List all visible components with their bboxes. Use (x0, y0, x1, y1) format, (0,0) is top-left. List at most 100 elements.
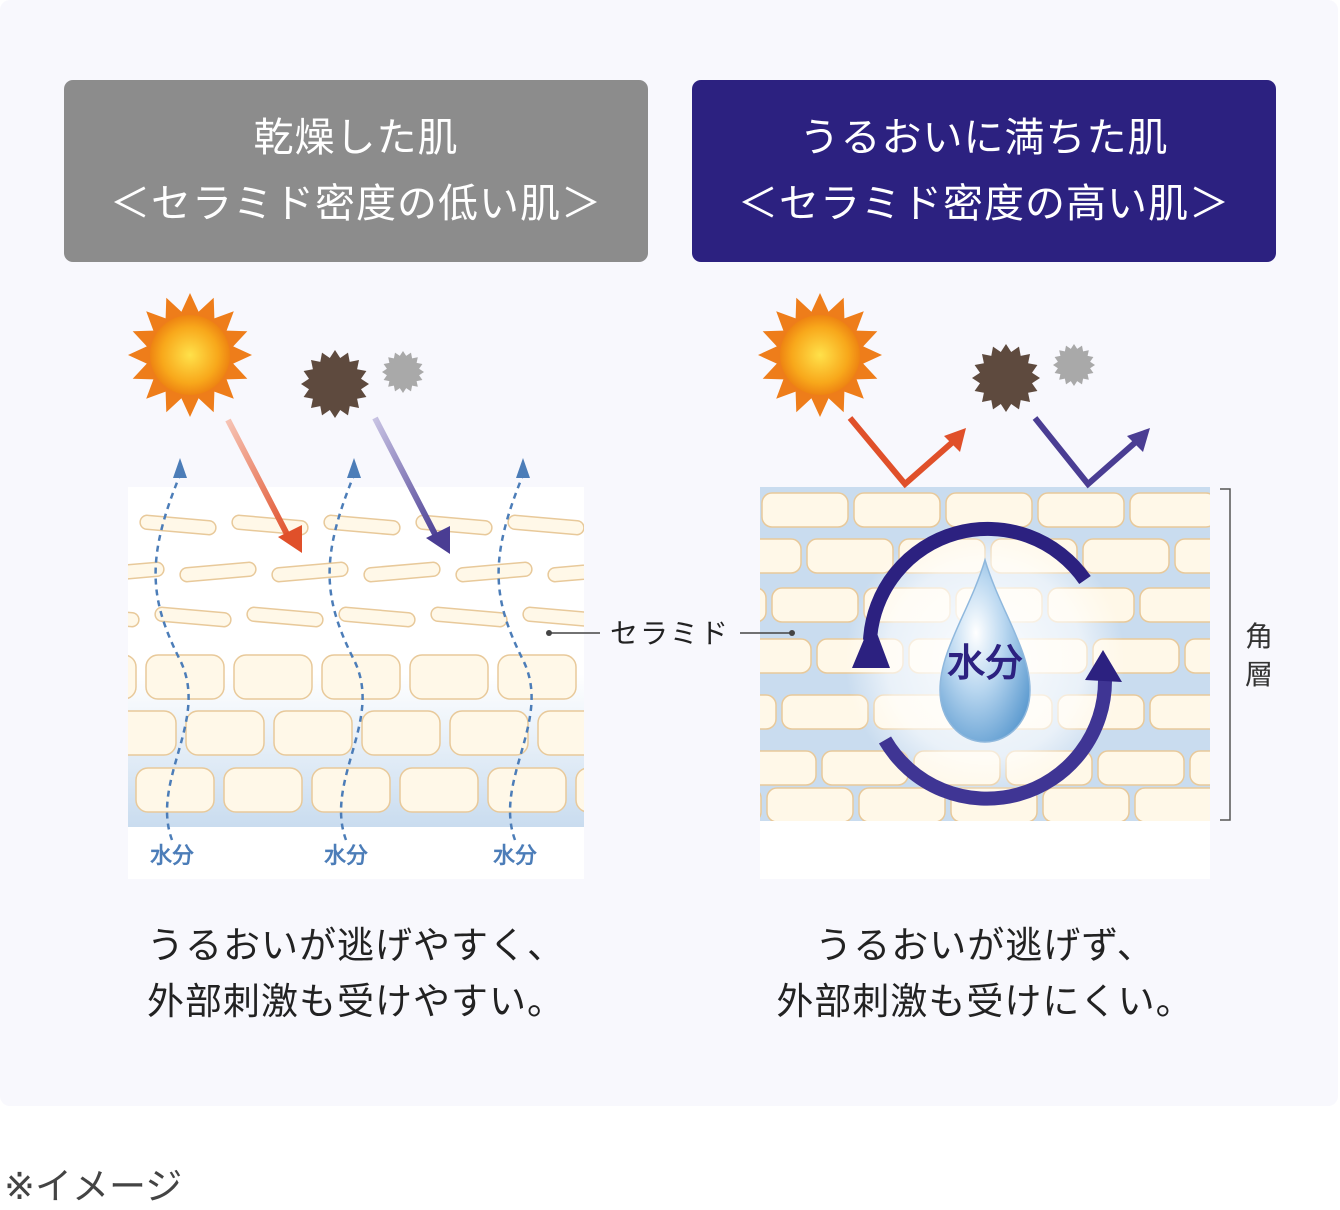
moist-skin-illustration: 水分 角 層 (670, 487, 1313, 879)
droplet-label: 水分 (947, 641, 1023, 685)
skin-cell (771, 587, 859, 623)
skin-cell (223, 767, 303, 813)
dry-skin-subtitle: ＜セラミド密度の低い肌＞ (110, 181, 602, 227)
skin-cell (231, 514, 309, 536)
skin-cell (586, 655, 664, 699)
skin-cell (766, 787, 854, 821)
skin-cell (487, 767, 567, 813)
skin-cell (1129, 492, 1210, 528)
uv-arrowhead-icon (944, 428, 966, 452)
water-drop-icon (939, 557, 1031, 743)
uv-arrow-icon (225, 418, 293, 542)
skin-cell (128, 710, 177, 756)
uv-reflect-arrow-icon (847, 416, 957, 489)
pollutant-icon (301, 350, 369, 418)
skin-cell (497, 654, 577, 700)
circulation-arrowhead-icon (1085, 650, 1122, 682)
sun-icon (128, 293, 252, 417)
skin-cell (128, 561, 165, 583)
skin-cell (246, 606, 324, 628)
moist-skin-caption: うるおいが逃げず、 外部刺激も受けにくい。 (675, 918, 1295, 1030)
moist-skin-header: うるおいに満ちた肌 ＜セラミド密度の高い肌＞ (692, 80, 1276, 262)
moisture-escape-arrows (154, 458, 533, 841)
skin-cell (760, 694, 777, 730)
skin-cell (455, 561, 533, 583)
dry-skin-illustration (48, 458, 664, 879)
stratum-bracket (1220, 488, 1231, 821)
pollutant-icon (972, 344, 1040, 412)
dry-skin-caption: うるおいが逃げやすく、 外部刺激も受けやすい。 (46, 918, 666, 1030)
skin-cell (179, 561, 257, 583)
skin-cell (1227, 788, 1313, 822)
pollutant-icon (382, 351, 424, 393)
skin-cell (311, 767, 391, 813)
skin-cell (139, 514, 217, 536)
circulation-arrow-icon (863, 521, 1091, 641)
skin-cell (537, 710, 584, 756)
moisture-label: 水分 (324, 844, 368, 869)
dry-skin-caption-line2: 外部刺激も受けやすい。 (147, 980, 565, 1023)
pollutant-arrowhead-icon (426, 526, 450, 554)
skin-cell (128, 606, 140, 628)
moist-skin-caption-line1: うるおいが逃げず、 (815, 924, 1155, 967)
moisture-arrow-icon (347, 458, 361, 478)
skin-cell (760, 750, 817, 786)
dry-skin-title: 乾燥した肌 (253, 115, 459, 161)
skin-cell (1037, 492, 1125, 528)
sun-icon (758, 293, 882, 417)
pollutant-shape (301, 350, 369, 418)
skin-cell (760, 588, 767, 622)
dry-skin-cells (48, 514, 664, 813)
moist-skin-title: うるおいに満ちた肌 (799, 115, 1169, 161)
image-note: ※イメージ (4, 1165, 183, 1208)
skin-cell (1042, 787, 1130, 821)
bracket-label-1: 角 (1245, 620, 1273, 653)
skin-cell (233, 654, 313, 700)
skin-cell (547, 561, 584, 583)
skin-cell (1189, 750, 1210, 786)
pollutant-reflect-arrow-icon (1032, 416, 1140, 489)
skin-cell (185, 710, 265, 756)
skin-cell (399, 767, 479, 813)
moist-skin-caption-line2: 外部刺激も受けにくい。 (776, 980, 1194, 1023)
moisture-path (497, 474, 533, 841)
moisture-label: 水分 (150, 844, 194, 869)
pollutant-arrowhead-icon (1127, 428, 1150, 452)
moist-skin-subtitle: ＜セラミド密度の高い肌＞ (738, 181, 1230, 227)
skin-cell (1134, 787, 1210, 821)
skin-cell (1184, 638, 1210, 674)
skin-cell (760, 538, 802, 574)
skin-cell (273, 710, 353, 756)
pollutant-icon (1053, 344, 1095, 386)
pollutant-shape (1053, 344, 1095, 386)
circulation-arrowhead-icon (852, 620, 890, 668)
skin-cell (1082, 538, 1170, 574)
ceramide-label: セラミド (610, 617, 730, 650)
skin-cell (575, 767, 584, 813)
uv-arrowhead-icon (278, 525, 302, 553)
skin-cell (1097, 750, 1185, 786)
skin-cell (128, 654, 137, 700)
skin-cell (853, 492, 941, 528)
skin-cell (1222, 493, 1308, 527)
skin-cell (761, 492, 849, 528)
skin-cell (760, 638, 812, 674)
bracket-label-2: 層 (1245, 658, 1273, 691)
circulation-arrow-icon (878, 679, 1113, 806)
dry-skin-caption-line1: うるおいが逃げやすく、 (147, 924, 565, 967)
skin-cell (430, 606, 508, 628)
skin-cell (507, 514, 584, 536)
skin-cell (48, 768, 126, 812)
skin-cell (670, 493, 756, 527)
skin-cell (858, 787, 946, 821)
moisture-path (328, 474, 364, 841)
pollutant-arrow-icon (372, 416, 441, 542)
skin-cell (135, 767, 215, 813)
pollutant-shape (972, 344, 1040, 412)
skin-cell (1139, 587, 1210, 623)
ceramide-pointer-right (789, 630, 795, 636)
skin-cell (323, 514, 401, 536)
skin-cell (449, 710, 529, 756)
skin-cell (409, 654, 489, 700)
